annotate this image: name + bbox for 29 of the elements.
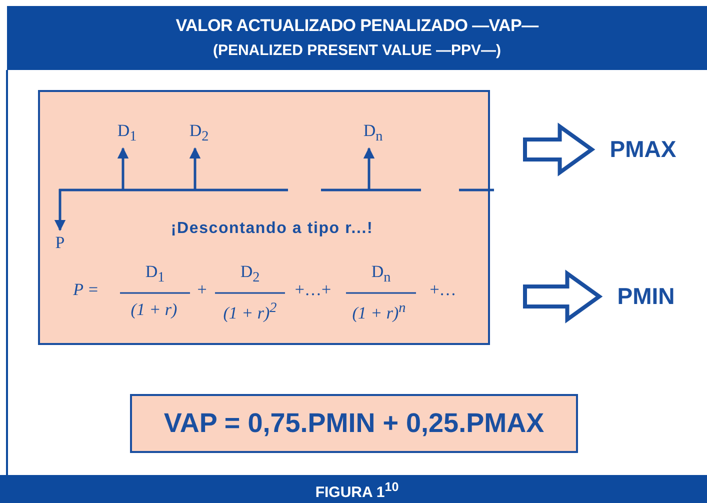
subtitle: (PENALIZED PRESENT VALUE —PPV—): [212, 42, 502, 59]
denominator: (1 + r)$^{n}$: [352, 300, 406, 324]
title: VALOR ACTUALIZADO PENALIZADO —VAP—: [176, 16, 538, 36]
discount-heading: ¡Descontando a tipo r...!: [170, 220, 374, 238]
arrow: [189, 147, 201, 190]
arrow: [54, 189, 66, 232]
max-price-label: PMAX: [610, 136, 676, 163]
present-value-label: P: [55, 233, 65, 253]
numerator: D$_{n}$: [371, 262, 391, 286]
denominator: (1 + r): [130, 300, 178, 320]
numerator: D$_{2}$: [240, 262, 260, 286]
formula-term: P =: [73, 280, 99, 300]
result-formula-box: [130, 394, 578, 453]
min-price-label: PMIN: [617, 283, 675, 310]
block-arrow: [523, 122, 596, 176]
cash-flow-label: D$_{n}$: [363, 121, 383, 146]
formula-panel: [38, 90, 490, 345]
cash-flow-label: D$_{2}$: [189, 121, 209, 146]
block-arrow: [523, 270, 603, 324]
cash-flow-label: D$_{1}$: [117, 121, 137, 146]
denominator: (1 + r)$^{2}$: [223, 300, 277, 324]
figure-caption: FIGURA 1$^{10}$: [315, 480, 399, 501]
plus-sign: +: [197, 280, 207, 300]
formula-term: +…+: [294, 280, 332, 300]
arrow: [117, 147, 129, 190]
numerator: D$_{1}$: [145, 262, 165, 286]
result-formula: VAP = 0,75.PMIN + 0,25.PMAX: [164, 408, 544, 439]
arrow: [363, 147, 375, 190]
formula-term: +…: [430, 280, 456, 300]
